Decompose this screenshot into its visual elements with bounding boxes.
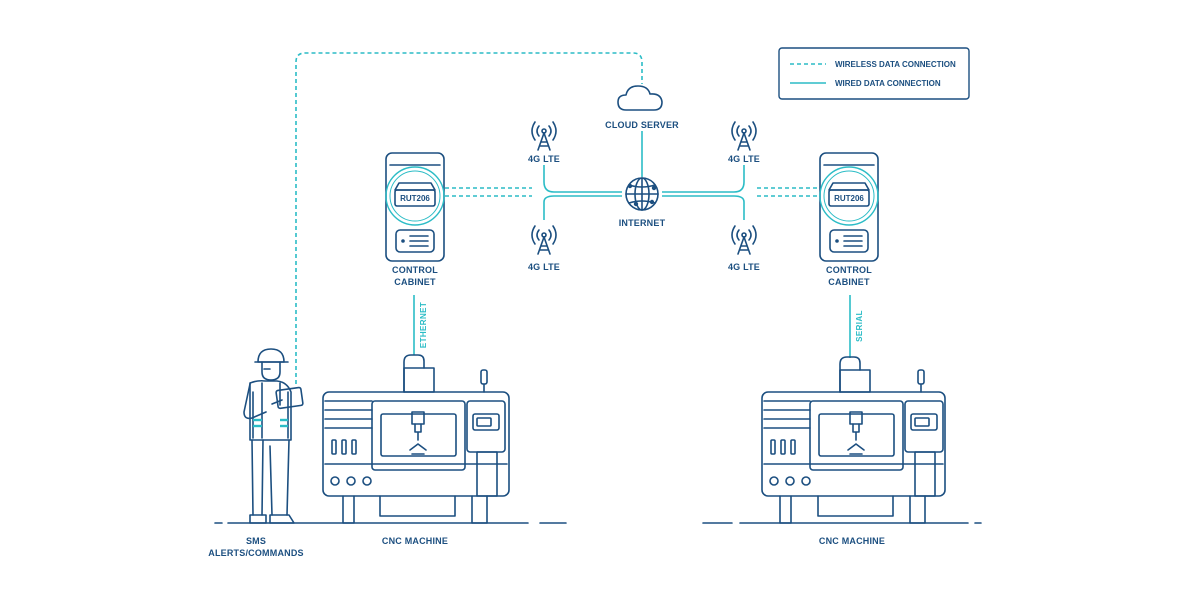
control-cabinet-icon bbox=[819, 152, 879, 262]
left-tower-bottom-link bbox=[543, 195, 622, 220]
cabinet-left-label-line2: CABINET bbox=[394, 277, 436, 287]
legend: WIRELESS DATA CONNECTION WIRED DATA CONN… bbox=[778, 47, 970, 100]
legend-wireless-label: WIRELESS DATA CONNECTION bbox=[835, 60, 956, 69]
worker-icon bbox=[243, 348, 295, 524]
cabinet-left-label-line1: CONTROL bbox=[392, 265, 438, 275]
cell-tower-icon bbox=[531, 121, 557, 151]
cloud-icon bbox=[617, 85, 663, 111]
sms-label-line1: SMS bbox=[246, 536, 266, 546]
legend-box bbox=[778, 47, 970, 100]
control-cabinet-icon bbox=[385, 152, 445, 262]
router-right-label: RUT206 bbox=[834, 194, 864, 203]
cnc-left-label: CNC MACHINE bbox=[382, 536, 448, 546]
legend-wired-label: WIRED DATA CONNECTION bbox=[835, 79, 941, 88]
cnc-machine-icon bbox=[322, 354, 510, 524]
cabinet-right-label-line1: CONTROL bbox=[826, 265, 872, 275]
connections bbox=[295, 52, 851, 384]
router-icon bbox=[828, 182, 870, 207]
cell-tower-icon bbox=[731, 225, 757, 255]
cnc-right-label: CNC MACHINE bbox=[819, 536, 885, 546]
lte-label-top-right: 4G LTE bbox=[728, 154, 760, 164]
internet-label: INTERNET bbox=[619, 218, 666, 228]
ethernet-label: ETHERNET bbox=[419, 302, 428, 348]
tablet-icon bbox=[271, 386, 304, 410]
left-tower-top-link bbox=[543, 165, 622, 193]
serial-label: SERIAL bbox=[855, 310, 864, 342]
lte-label-bottom-right: 4G LTE bbox=[728, 262, 760, 272]
cabinet-right-label-line2: CABINET bbox=[828, 277, 870, 287]
router-left-label: RUT206 bbox=[400, 194, 430, 203]
right-tower-top-link bbox=[662, 165, 745, 193]
cell-tower-icon bbox=[531, 225, 557, 255]
lte-label-top-left: 4G LTE bbox=[528, 154, 560, 164]
globe-icon bbox=[625, 177, 659, 211]
cell-tower-icon bbox=[731, 121, 757, 151]
right-tower-bottom-link bbox=[662, 195, 745, 220]
router-icon bbox=[394, 182, 436, 207]
lte-label-bottom-left: 4G LTE bbox=[528, 262, 560, 272]
cloud-server-label: CLOUD SERVER bbox=[605, 120, 679, 130]
sms-label-line2: ALERTS/COMMANDS bbox=[208, 548, 304, 558]
cnc-machine-icon bbox=[761, 356, 946, 524]
sms-wireless-link bbox=[295, 52, 643, 384]
